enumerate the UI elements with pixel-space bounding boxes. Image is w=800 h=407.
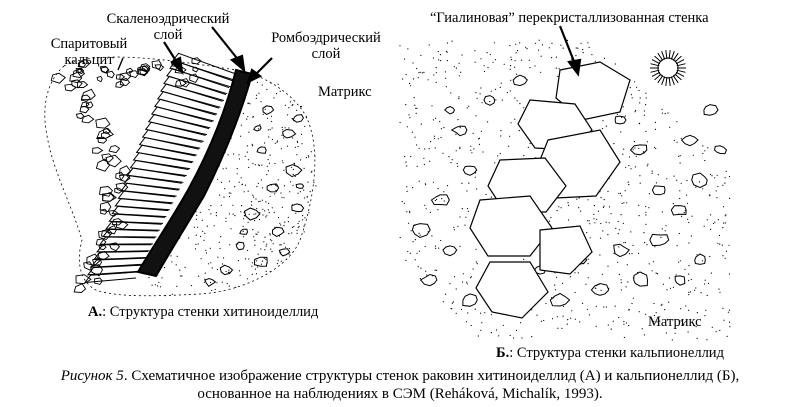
sparite-label-line2: кальцит xyxy=(64,52,114,68)
sparite-label-line1: Спаритовый xyxy=(50,36,128,52)
panel-a-outline xyxy=(44,56,316,297)
figure-number: Рисунок 5 xyxy=(60,368,124,384)
rhombohedral-label-line1: Ромбоэдрический xyxy=(271,30,381,46)
panel-a-scalenohedral-layer xyxy=(83,52,237,284)
panel-a-matrix-grains xyxy=(204,105,305,287)
scalenohedral-layer-label: Скаленоэдрический слой xyxy=(98,11,238,43)
rhombohedral-label-line2: слой xyxy=(311,46,341,62)
scalenohedral-label-line2: слой xyxy=(153,27,183,43)
panel-b-caption-text: : Структура стенки кальпионеллид xyxy=(509,345,724,361)
figure-caption-text-1: . Схематичное изображение структуры стен… xyxy=(123,368,740,384)
hyaline-wall-label: “Гиалиновая” перекристаллизованная стенк… xyxy=(430,10,709,26)
label-arrows xyxy=(117,25,582,85)
figure-caption-line1: Рисунок 5. Схематичное изображение струк… xyxy=(0,368,800,385)
panel-b-drawing xyxy=(399,39,731,341)
panel-a-drawing xyxy=(44,52,317,297)
panel-a-caption-text: : Структура стенки хитиноиделлид xyxy=(102,304,319,320)
rhombohedral-layer-label: Ромбоэдрический слой xyxy=(260,30,392,62)
panel-a-matrix-stipple xyxy=(148,81,317,297)
figure-caption-line2: основанное на наблюдениях в СЭМ (Rehákov… xyxy=(197,386,603,402)
panel-b-matrix-label: Матрикс xyxy=(648,314,702,330)
sparite-calcite-label: Спаритовый кальцит xyxy=(44,36,134,68)
panel-a-matrix-label: Матрикс xyxy=(318,84,372,100)
panel-b-letter: Б. xyxy=(496,345,510,361)
panel-a-rhombohedral-layer xyxy=(136,68,254,278)
scalenohedral-label-line1: Скаленоэдрический xyxy=(106,11,230,27)
panel-b-radial-grain xyxy=(650,50,686,86)
panel-b-caption: Б.: Структура стенки кальпионеллид xyxy=(496,345,724,361)
panel-b-recrystallized-wall xyxy=(469,61,631,319)
panel-a-letter: А. xyxy=(88,304,103,320)
panel-a-caption: А.: Структура стенки хитиноиделлид xyxy=(88,304,318,320)
